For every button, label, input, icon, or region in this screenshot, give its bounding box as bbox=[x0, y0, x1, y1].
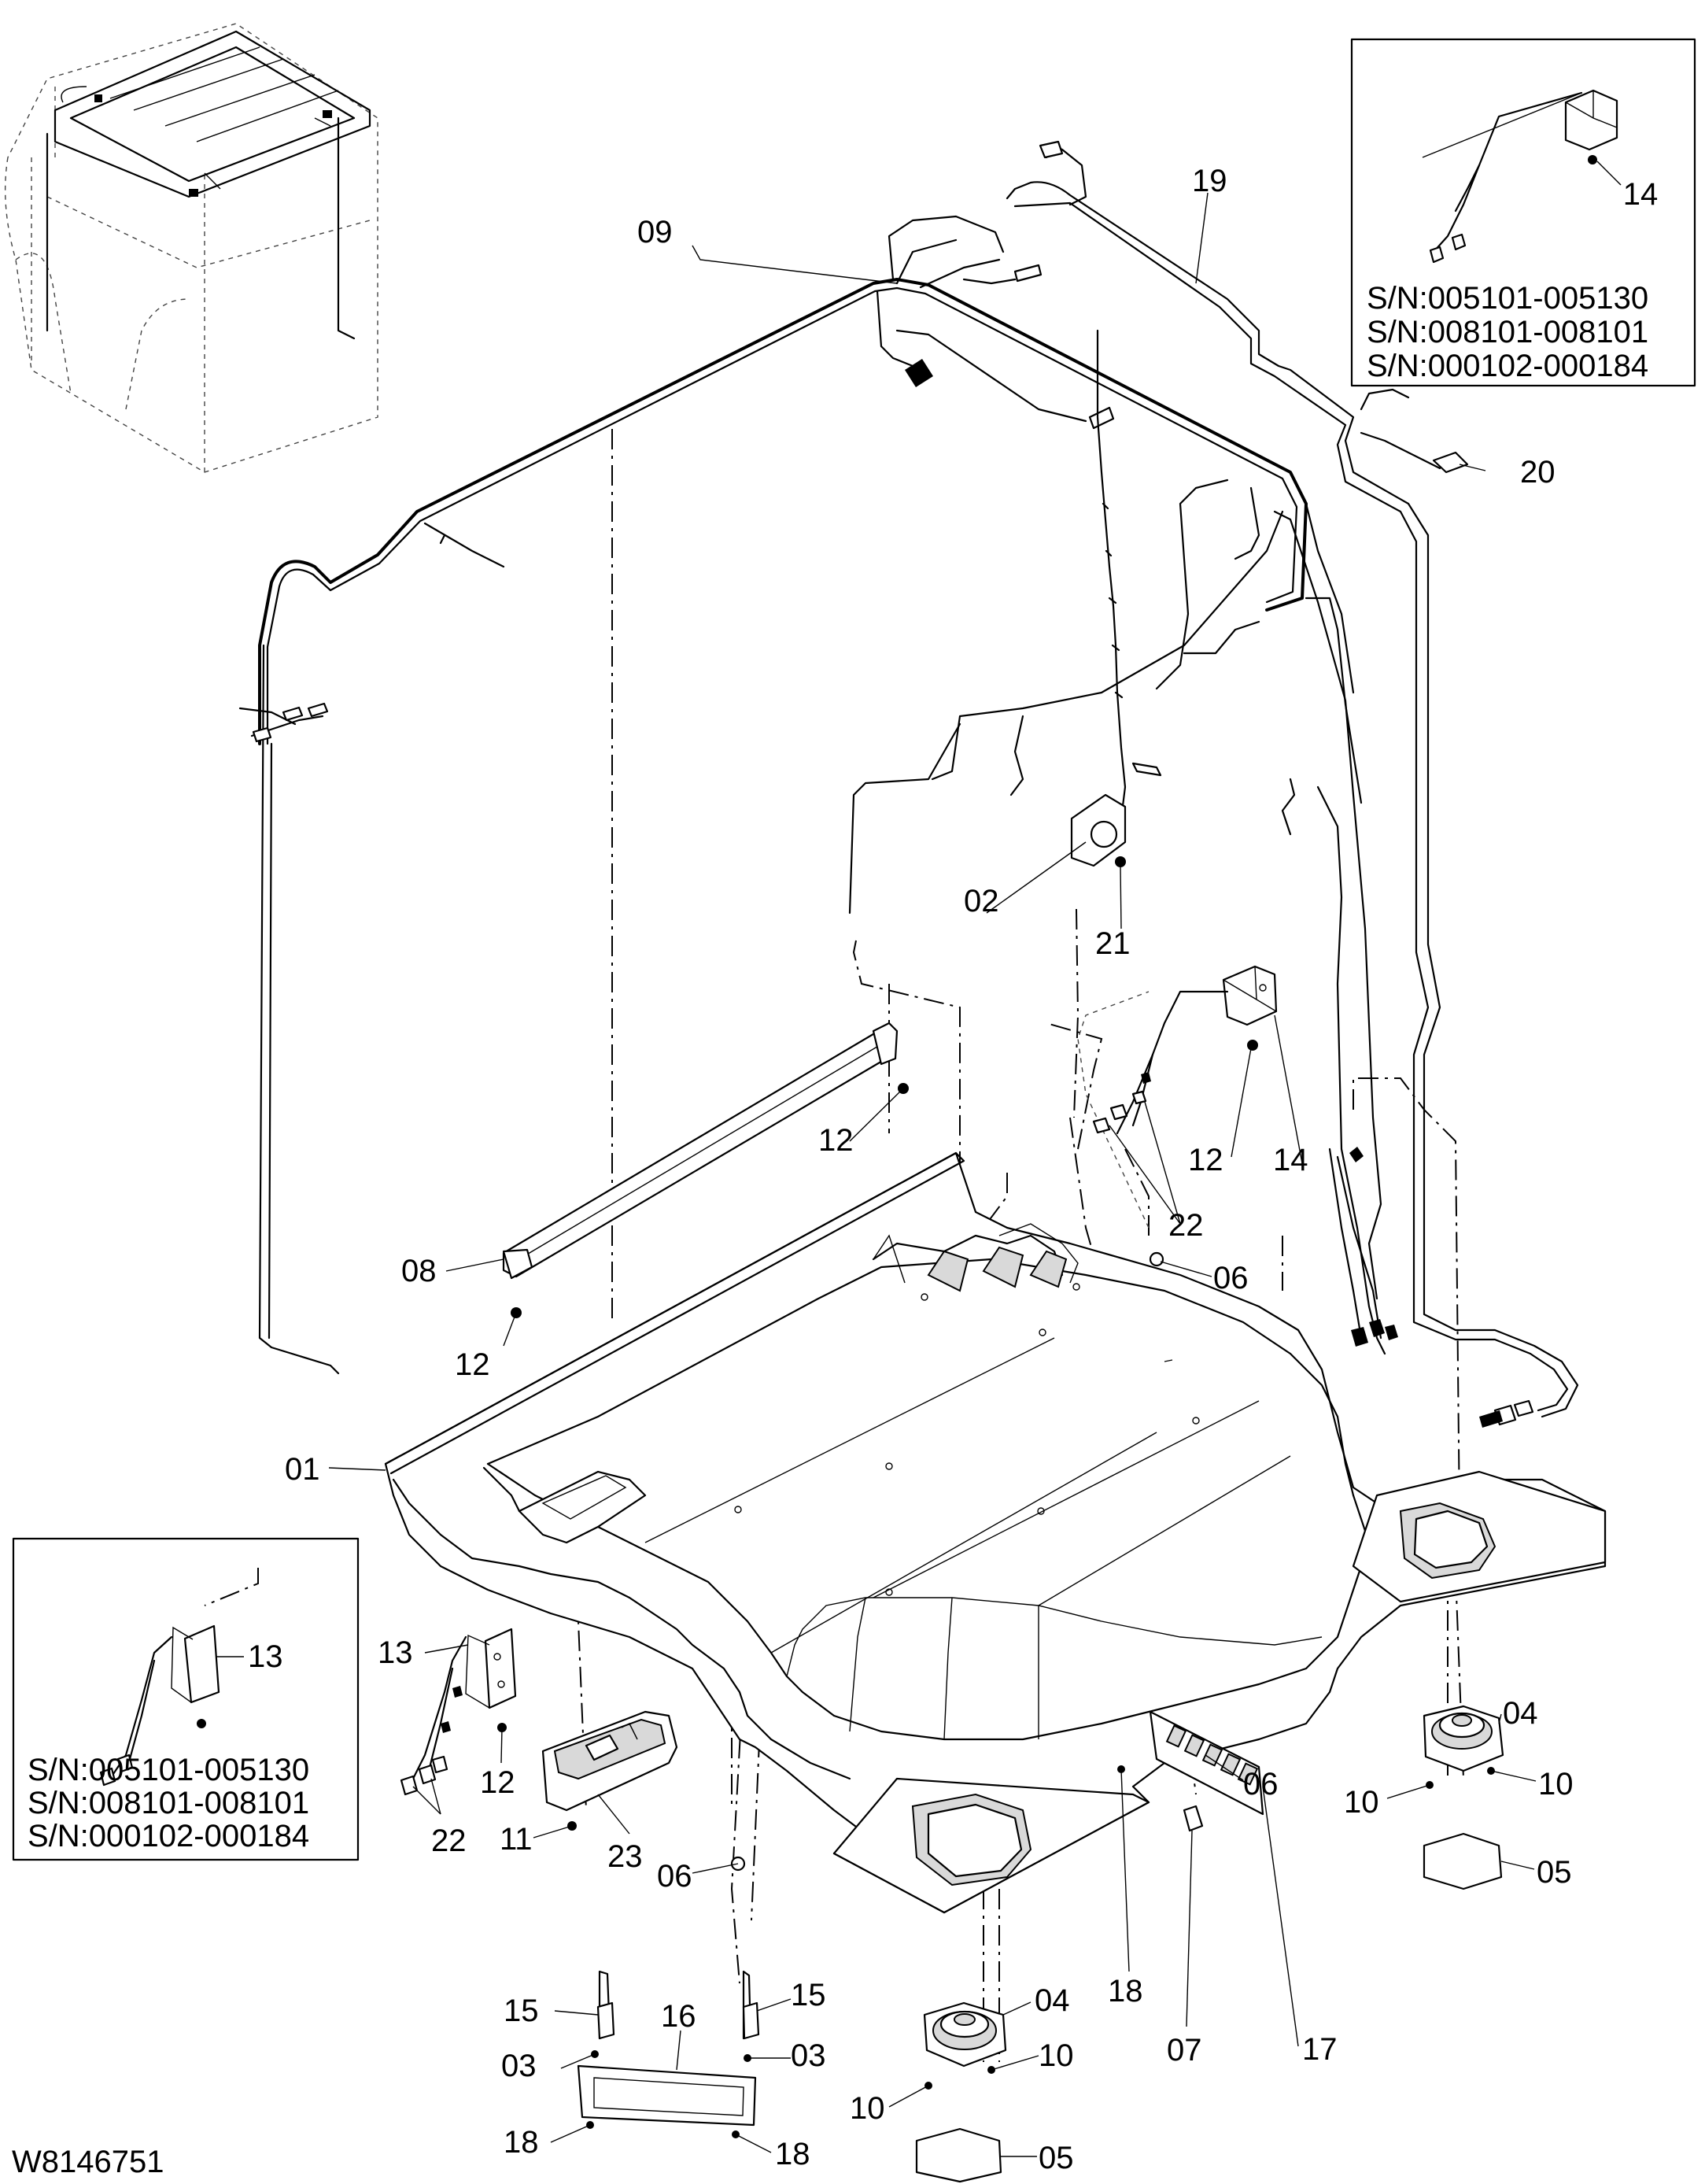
callout-12-c: 12 bbox=[455, 1347, 490, 1382]
switch-panel-17 bbox=[1117, 1710, 1264, 1832]
speaker-bottom bbox=[923, 2001, 1007, 2090]
speaker-right bbox=[1423, 1705, 1504, 1789]
callout-03-b: 03 bbox=[791, 2038, 826, 2073]
callout-01: 01 bbox=[285, 1452, 320, 1487]
drawing-id: W8146751 bbox=[12, 2145, 164, 2179]
harness-19 bbox=[1006, 140, 1579, 1428]
callout-12-a: 12 bbox=[818, 1123, 854, 1158]
speaker-flap-right bbox=[1352, 1470, 1607, 1603]
callout-06-b: 06 bbox=[657, 1859, 692, 1894]
callout-10-d: 10 bbox=[850, 2091, 885, 2126]
inset-left: 13 S/N:005101-005130 S/N:008101-008101 S… bbox=[12, 1537, 360, 1861]
inset-tr-serial-2: S/N:008101-008101 bbox=[1367, 315, 1648, 349]
inset-top-right: 14 S/N:005101-005130 S/N:008101-008101 S… bbox=[1350, 38, 1696, 387]
callout-08: 08 bbox=[401, 1254, 437, 1288]
inset-left-callout: 13 bbox=[248, 1639, 283, 1674]
bracket-14 bbox=[1092, 965, 1278, 1135]
callout-02: 02 bbox=[964, 884, 999, 918]
callout-22-b: 22 bbox=[431, 1824, 467, 1858]
callout-12-d: 12 bbox=[480, 1765, 515, 1800]
callout-10-a: 10 bbox=[1344, 1785, 1379, 1820]
callout-09: 09 bbox=[637, 215, 673, 249]
callout-13: 13 bbox=[378, 1635, 413, 1670]
roof-channel-bar bbox=[502, 1022, 909, 1318]
inset-tr-serial-1: S/N:005101-005130 bbox=[1367, 281, 1648, 316]
callout-12-b: 12 bbox=[1188, 1143, 1223, 1177]
callout-14: 14 bbox=[1273, 1143, 1308, 1177]
cab-location-overview bbox=[4, 23, 378, 473]
callout-07: 07 bbox=[1167, 2033, 1202, 2068]
callout-11: 11 bbox=[500, 1822, 533, 1857]
callout-03-a: 03 bbox=[501, 2049, 537, 2083]
callout-06-c: 06 bbox=[1243, 1767, 1279, 1802]
speaker-flap-bottom bbox=[832, 1777, 1150, 1914]
callout-18-b: 18 bbox=[504, 2125, 539, 2160]
inset-tr-callout: 14 bbox=[1623, 177, 1659, 212]
callout-21: 21 bbox=[1095, 926, 1131, 961]
callout-05-a: 05 bbox=[1537, 1855, 1572, 1890]
speaker-cover-right bbox=[1423, 1832, 1503, 1890]
leader-lines bbox=[328, 192, 1537, 2157]
callout-16: 16 bbox=[661, 1999, 696, 2034]
callout-18-a: 18 bbox=[1108, 1974, 1143, 2008]
rear-speaker-brackets bbox=[577, 1970, 760, 2138]
callout-15-b: 15 bbox=[791, 1978, 826, 2012]
callout-20: 20 bbox=[1520, 455, 1556, 490]
callout-10-b: 10 bbox=[1538, 1767, 1574, 1802]
callout-17: 17 bbox=[1302, 2032, 1338, 2067]
inset-left-serial-3: S/N:000102-000184 bbox=[28, 1819, 309, 1853]
speaker-cover-bottom bbox=[915, 2127, 1002, 2183]
callout-06-a: 06 bbox=[1213, 1261, 1249, 1295]
callout-04-b: 04 bbox=[1035, 1983, 1070, 2018]
callout-15-a: 15 bbox=[504, 1994, 539, 2028]
callout-05-b: 05 bbox=[1039, 2141, 1074, 2175]
antenna-assembly bbox=[1070, 329, 1127, 867]
dome-lamp-switch bbox=[541, 1710, 678, 1831]
inset-left-serial-2: S/N:008101-008101 bbox=[28, 1786, 309, 1820]
callout-18-c: 18 bbox=[775, 2137, 810, 2171]
callout-23: 23 bbox=[607, 1839, 643, 1874]
inset-left-serial-1: S/N:005101-005130 bbox=[28, 1753, 309, 1787]
headliner-panel bbox=[384, 1151, 1607, 1914]
callout-labels: 09 19 20 02 21 12 12 14 22 06 08 12 01 1… bbox=[12, 164, 1574, 2179]
roof-wiring-harness bbox=[238, 215, 1398, 1375]
callout-10-c: 10 bbox=[1039, 2038, 1074, 2073]
callout-04-a: 04 bbox=[1503, 1696, 1538, 1731]
inset-tr-serial-3: S/N:000102-000184 bbox=[1367, 349, 1648, 383]
callout-19: 19 bbox=[1192, 164, 1227, 198]
callout-22-a: 22 bbox=[1168, 1208, 1204, 1243]
